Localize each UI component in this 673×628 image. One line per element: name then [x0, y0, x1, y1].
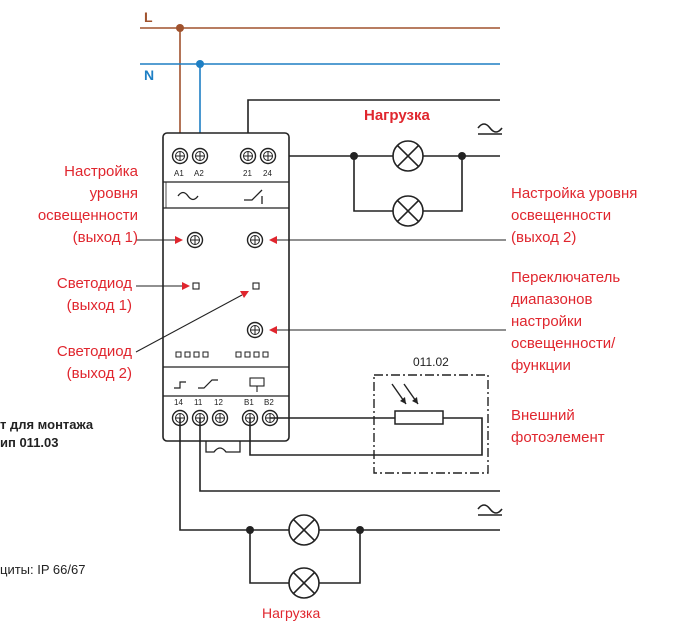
potentiometer-out1-icon[interactable] — [186, 231, 204, 249]
terminal-screw-icon — [171, 147, 189, 165]
terminal-label: B2 — [264, 398, 274, 407]
ac-symbol-icon — [477, 504, 503, 514]
label-adj1-line: освещенности — [37, 207, 138, 224]
terminal-label: A2 — [194, 169, 204, 178]
n-label: N — [144, 67, 154, 83]
label-adj1-line: уровня — [89, 185, 138, 202]
label-led2-line: Светодиод — [56, 343, 132, 360]
contact-no-icon — [174, 381, 186, 389]
top-supply-wire — [247, 99, 500, 148]
callout-arrowhead — [240, 291, 249, 298]
label-led1: Светодиод (выход 1) — [57, 273, 132, 317]
label-switch: Переключатель диапазонов настройки освещ… — [511, 267, 620, 377]
ac-symbol-icon — [177, 191, 199, 201]
terminal-screw-icon — [191, 147, 209, 165]
terminal-label: B1 — [244, 398, 254, 407]
bottom-junction-left — [246, 526, 254, 534]
callout-arrowhead — [269, 326, 277, 334]
terminal-label: 14 — [174, 398, 183, 407]
light-ray-arrowhead — [400, 397, 406, 404]
light-ray-arrowhead — [412, 397, 418, 404]
bottom-supply-wire — [199, 418, 500, 492]
din-clip — [205, 441, 241, 453]
label-switch-line: освещенности/ — [511, 335, 616, 352]
dip-switch-row — [175, 351, 269, 358]
terminal-screw-icon — [211, 409, 229, 427]
lamp-icon — [392, 140, 424, 172]
top-junction-left — [350, 152, 358, 160]
label-led2-line: (выход 2) — [66, 365, 132, 382]
terminal-label: 12 — [214, 398, 223, 407]
terminal-label: A1 — [174, 169, 184, 178]
photo-symbol-icon — [249, 377, 265, 387]
terminal-screw-icon — [259, 147, 277, 165]
label-adj2-line: освещенности — [511, 207, 612, 224]
label-switch-line: настройки — [511, 313, 583, 330]
relay-device — [162, 132, 290, 442]
label-adj2: Настройка уровня освещенности (выход 2) — [511, 183, 637, 249]
label-photo-line: фотоэлемент — [511, 429, 605, 446]
lamp-icon — [392, 195, 424, 227]
terminal-label: 21 — [243, 169, 252, 178]
range-switch-icon[interactable] — [246, 321, 264, 339]
sensor-model-label: 011.02 — [413, 355, 449, 369]
l-junction — [176, 24, 184, 32]
n-junction — [196, 60, 204, 68]
label-led1-line: Светодиод — [56, 275, 132, 292]
label-switch-line: функции — [511, 357, 571, 374]
label-switch-line: диапазонов — [511, 291, 593, 308]
label-led1-line: (выход 1) — [66, 297, 132, 314]
label-adj1: Настройка уровня освещенности (выход 1) — [38, 161, 138, 249]
potentiometer-out2-icon[interactable] — [246, 231, 264, 249]
label-adj2-line: Настройка уровня — [511, 185, 638, 202]
mount-note-line: т для монтажа — [0, 417, 94, 432]
l-label: L — [144, 9, 153, 25]
mount-note: т для монтажа ип 011.03 — [0, 416, 93, 452]
terminal-label: 11 — [194, 398, 203, 407]
mount-note-line: ип 011.03 — [0, 435, 59, 450]
label-photo-line: Внешний — [511, 407, 575, 424]
terminal-screw-icon — [239, 147, 257, 165]
label-switch-line: Переключатель — [511, 269, 621, 286]
bottom-junction-right — [356, 526, 364, 534]
photoresistor-icon — [394, 410, 444, 425]
label-adj1-line: (выход 1) — [72, 229, 138, 246]
lamp-icon — [288, 567, 320, 599]
label-adj1-line: Настройка — [64, 163, 138, 180]
sensor-wire-b1 — [249, 417, 483, 456]
lamp-icon — [288, 514, 320, 546]
led-out1 — [192, 282, 200, 290]
contact-symbol-icon — [244, 189, 263, 201]
top-junction-right — [458, 152, 466, 160]
callout-arrowhead — [175, 236, 183, 244]
contact-nc-icon — [198, 379, 218, 389]
top-load-label: Нагрузка — [364, 107, 430, 124]
protection-note: циты: IP 66/67 — [0, 562, 86, 577]
label-adj2-line: (выход 2) — [511, 229, 577, 246]
bottom-load-label: Нагрузка — [262, 605, 320, 621]
ac-symbol-icon — [477, 123, 503, 133]
label-led2: Светодиод (выход 2) — [57, 341, 132, 385]
led-out2 — [252, 282, 260, 290]
terminal-label: 24 — [263, 169, 272, 178]
callout-arrowhead — [269, 236, 277, 244]
label-photo: Внешний фотоэлемент — [511, 405, 605, 449]
bottom-return-wire — [179, 418, 500, 531]
sensor-box — [373, 374, 489, 474]
callout-led2 — [135, 294, 243, 353]
callout-arrowhead — [182, 282, 190, 290]
